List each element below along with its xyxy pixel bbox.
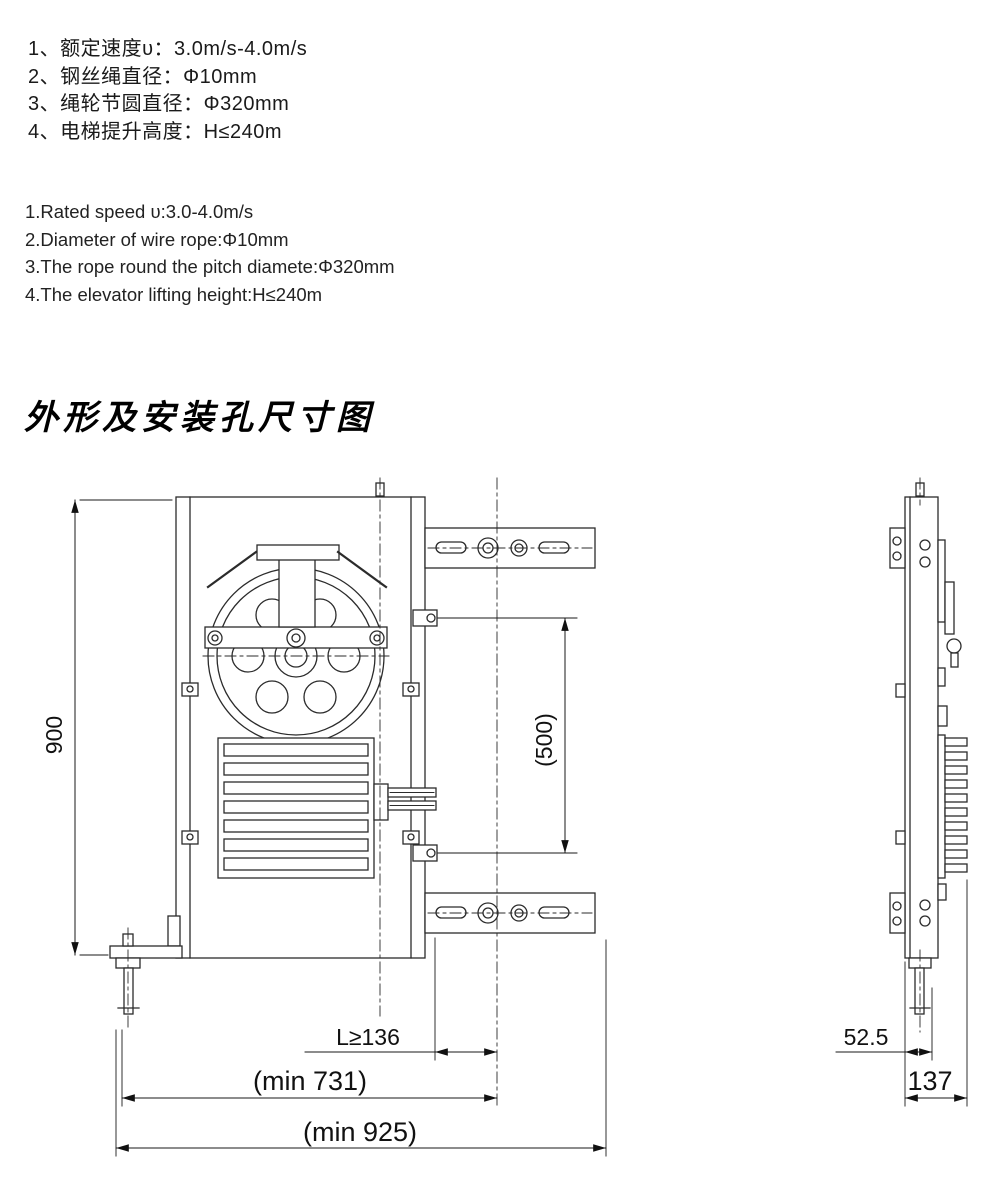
dim-label-52-5: 52.5 [844,1024,889,1050]
side-view [889,477,968,1033]
dim-label-900: 900 [41,716,67,754]
side-bracket-bottom [889,892,906,934]
rope-hitch-block [206,544,388,628]
dimension-900 [71,499,173,956]
dimension-137 [904,879,968,1107]
dimension-min731 [121,1029,498,1107]
dim-label-min925: (min 925) [303,1117,417,1147]
dimension-labels: 900 (500) L≥136 (min 731) (min 925) 52.5… [41,713,953,1147]
foot-anchor-left [109,915,183,1031]
side-bracket-top [889,527,906,569]
mounting-bracket-bottom [424,892,596,934]
dim-label-min731: (min 731) [253,1066,367,1096]
spec-line-en-4: 4.The elevator lifting height:H≤240m [25,283,323,305]
brake-resistor-fins [217,737,375,879]
dim-label-500: (500) [531,713,557,767]
mounting-beam [204,626,388,649]
spec-line-cn-3: 3、绳轮节圆直径：Φ320mm [28,93,290,115]
front-centerlines [202,477,498,1106]
dimension-l136 [304,937,498,1061]
rail-clamp-upper [412,609,438,627]
side-anchor-bolt [908,949,932,1033]
spec-line-en-2: 2.Diameter of wire rope:Φ10mm [25,228,289,250]
front-view [109,477,596,1106]
terminal-block [373,783,437,821]
side-stud-top [915,477,925,506]
spec-line-en-3: 3.The rope round the pitch diamete:Φ320m… [25,256,395,277]
dimensions [71,499,968,1157]
dim-label-l136: L≥136 [336,1024,400,1050]
spec-list-en: 1.Rated speed υ:3.0-4.0m/s 2.Diameter of… [25,198,395,308]
rail-clamp-lower [412,844,438,862]
spec-line-cn-4: 4、电梯提升高度：H≤240m [28,120,283,143]
dim-label-137: 137 [907,1066,952,1096]
rail-bolts [181,682,420,845]
mounting-bracket-top [424,527,596,569]
dimension-500 [437,617,578,854]
side-right-fittings [937,539,962,901]
spec-line-cn-1: 1、额定速度υ：3.0m/s-4.0m/s [28,38,308,60]
side-fins [937,734,968,879]
spec-line-cn-2: 2、钢丝绳直径：Φ10mm [28,65,258,88]
dimension-min925 [115,939,607,1157]
spec-list-cn: 1、额定速度υ：3.0m/s-4.0m/s 2、钢丝绳直径：Φ10mm 3、绳轮… [28,36,307,146]
dimension-52-5 [835,961,933,1107]
side-bolts [895,539,931,927]
drawing-title: 外形及安装孔尺寸图 [24,398,375,438]
spec-line-en-1: 1.Rated speed υ:3.0-4.0m/s [25,201,254,222]
